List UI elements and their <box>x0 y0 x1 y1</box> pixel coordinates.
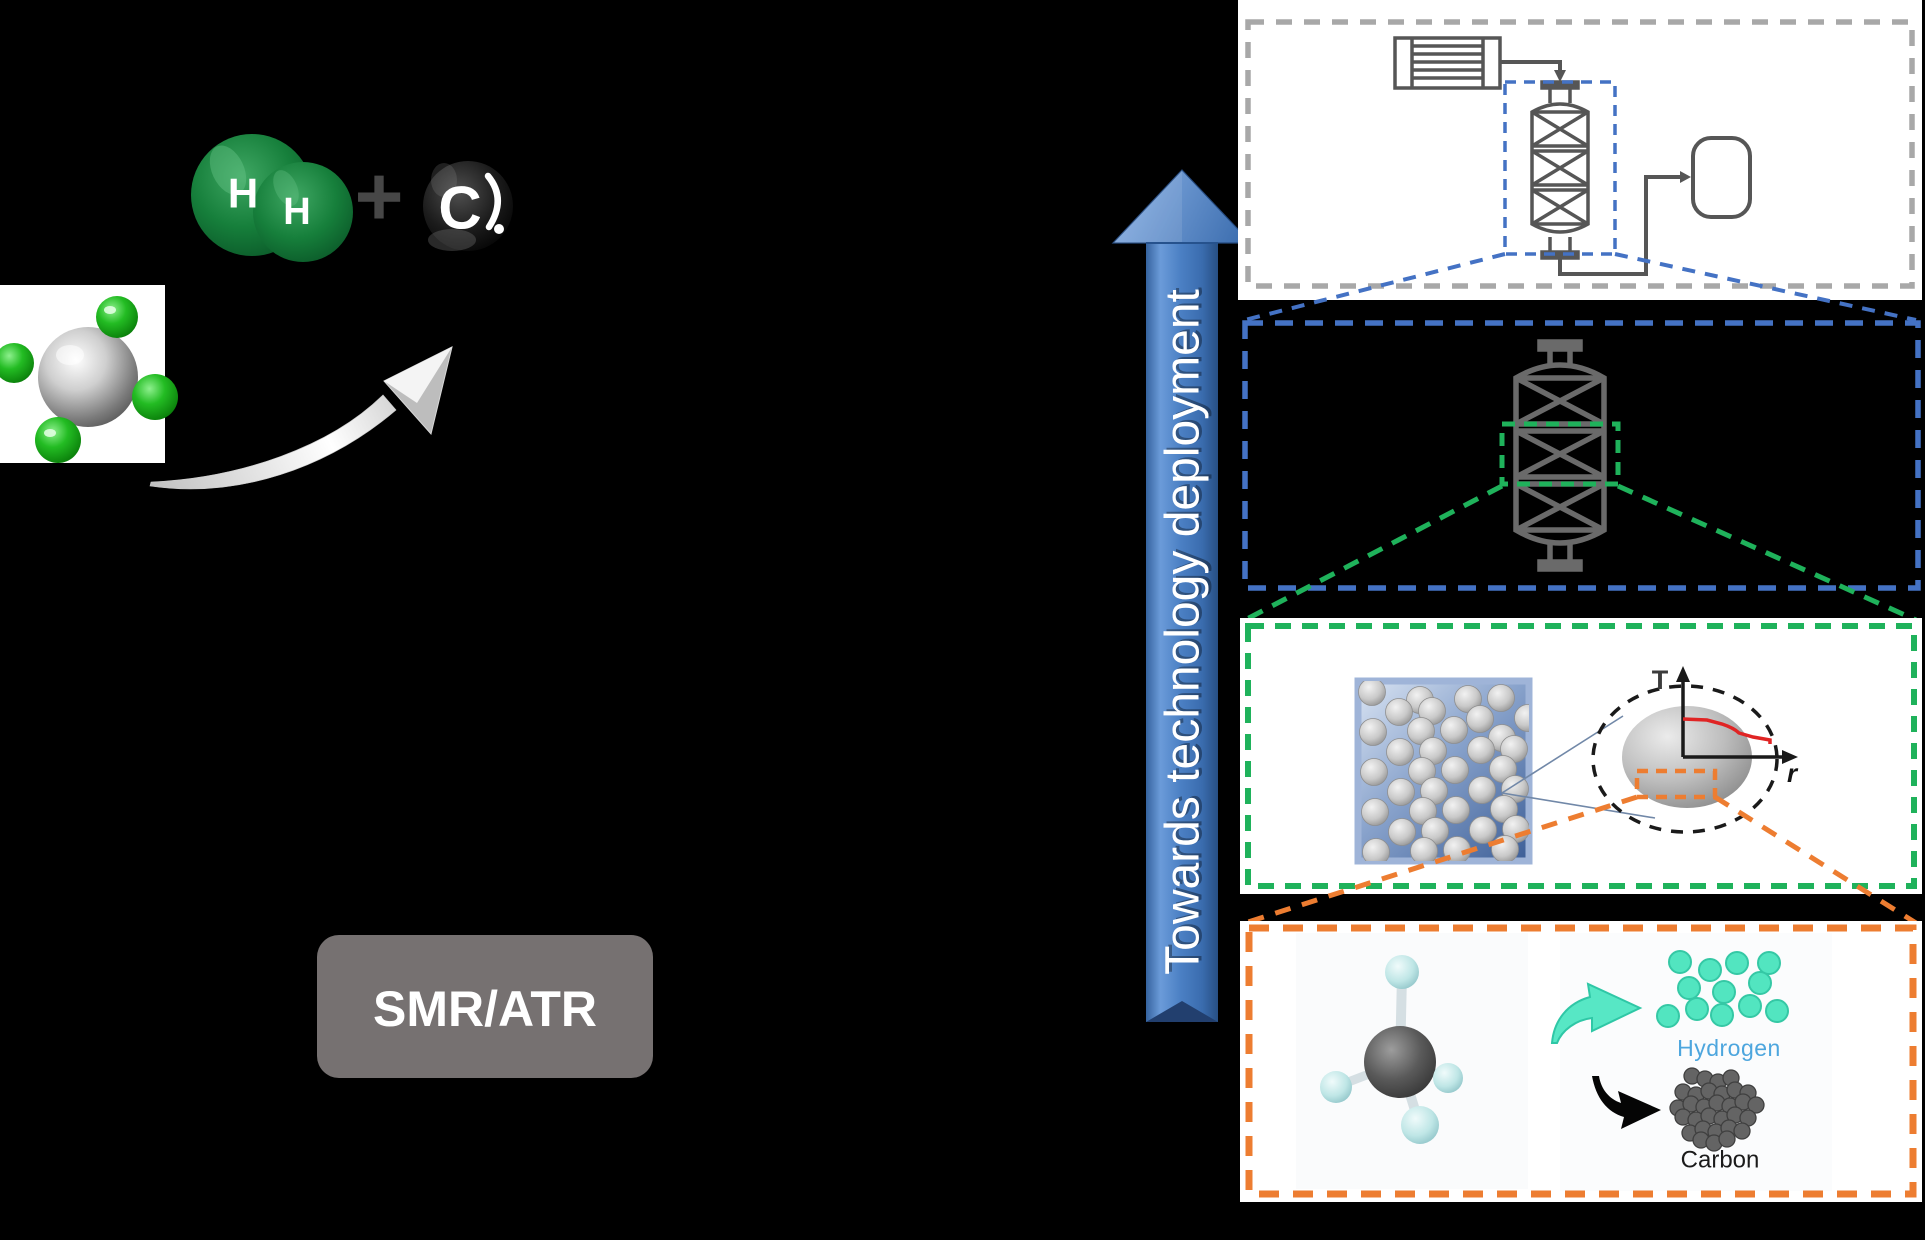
deployment-arrow-label: Towards technology deployment <box>1157 289 1210 975</box>
bed-sphere <box>1467 736 1495 764</box>
carbon-arrow-icon <box>1592 1076 1661 1129</box>
carbon-atom-label: C <box>438 175 481 242</box>
bed-sphere <box>1362 838 1390 861</box>
bed-sphere <box>1387 778 1415 806</box>
panel-molecular-products: Hydrogen Carbon <box>1240 921 1922 1202</box>
deployment-arrow: Towards technology deployment Towards te… <box>1111 169 1253 1022</box>
carbon-atom-icon: C <box>423 161 513 251</box>
plot-x-label: r <box>1787 758 1799 788</box>
bed-sphere <box>1440 716 1468 744</box>
packed-bed-icon <box>1354 677 1533 865</box>
plot-y-label: T <box>1652 665 1669 695</box>
reactor-vessel-icon <box>1513 339 1607 572</box>
bed-sphere <box>1358 681 1386 706</box>
deployment-arrow-label-shadow: Towards technology deployment <box>1160 287 1213 973</box>
heat-exchanger-icon <box>1393 36 1502 90</box>
bed-sphere <box>1385 698 1413 726</box>
bed-sphere <box>1469 816 1497 844</box>
panel-process-flowsheet-border <box>1245 19 1915 289</box>
carbon-label: Carbon <box>1681 1147 1760 1174</box>
pellet-dashed-circle <box>1591 684 1779 834</box>
bed-sphere <box>1361 798 1389 826</box>
hydrogen-cluster-icon <box>1656 950 1789 1028</box>
methane-molecule-icon <box>0 296 178 463</box>
pellet-temperature-plot: T r <box>1652 665 1799 788</box>
panel-process-flowsheet <box>1238 0 1922 322</box>
bed-sphere <box>1468 776 1496 804</box>
silver-curved-arrow-icon <box>149 346 453 490</box>
h2-label-right: H <box>283 191 310 233</box>
bed-sphere <box>1386 738 1414 766</box>
flowsheet-piping <box>1500 60 1684 276</box>
zoom-connector-orange <box>1244 794 1918 926</box>
pellet-surface-highlight <box>1634 768 1718 800</box>
flowsheet-reactor-icon <box>1530 80 1590 260</box>
plus-sign: + <box>354 149 403 243</box>
bed-sphere <box>1514 704 1529 732</box>
methane-ball-stick-icon <box>1320 955 1463 1144</box>
zoom-connector-green <box>1243 483 1918 623</box>
carbon-cluster-icon <box>1669 1067 1765 1152</box>
panel-multibed-reactor <box>1242 320 1921 623</box>
plot-temperature-curve <box>1682 717 1772 744</box>
bed-sphere <box>1441 756 1469 784</box>
carbon-particle <box>1747 1096 1765 1114</box>
panel-catalyst-bed-pellet: T r <box>1240 618 1922 926</box>
carbon-particle <box>1733 1122 1751 1140</box>
panel-multibed-reactor-border <box>1242 320 1921 591</box>
flash-drum-icon <box>1691 136 1752 219</box>
bed-sphere <box>1442 796 1470 824</box>
flowsheet-reactor-highlight <box>1503 80 1617 256</box>
panel-molecular-products-border <box>1245 924 1917 1198</box>
hydrogen-molecule-icon: H H <box>191 134 353 262</box>
zoom-connector-blue <box>1244 252 1917 322</box>
bed-sphere <box>1360 758 1388 786</box>
bed-sphere <box>1487 684 1515 712</box>
bed-sphere <box>1466 705 1494 733</box>
panel-catalyst-bed-pellet-border <box>1245 623 1917 889</box>
bed-sphere <box>1388 818 1416 846</box>
smr-atr-label: SMR/ATR <box>373 981 597 1037</box>
bed-sphere <box>1491 835 1519 861</box>
bed-sphere <box>1410 837 1438 861</box>
reaction-scene: H H + C <box>0 134 513 490</box>
h2-label-left: H <box>228 170 258 217</box>
hydrogen-label: Hydrogen <box>1677 1035 1781 1061</box>
smr-atr-badge: SMR/ATR <box>317 935 653 1078</box>
hydrogen-arrow-icon <box>1550 982 1643 1044</box>
bed-sphere <box>1359 718 1387 746</box>
carbon-particle <box>1718 1130 1736 1148</box>
smr-atr-badge-bg <box>317 935 653 1078</box>
